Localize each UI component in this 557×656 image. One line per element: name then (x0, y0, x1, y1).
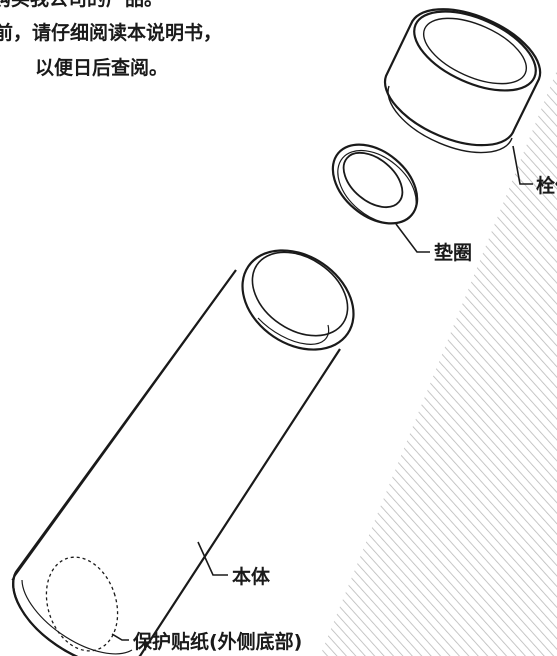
leader-line-body (197, 541, 228, 576)
leader-lines (111, 145, 533, 641)
label-body: 本体 (232, 566, 271, 588)
label-gasket: 垫圈 (434, 242, 473, 264)
leader-line-cap (512, 145, 533, 185)
leader-line-gasket (395, 223, 430, 253)
hatch-band (320, 70, 557, 656)
label-cap: 栓体 (536, 175, 557, 197)
intro-line-2: 前，请仔细阅读本说明书， (0, 22, 223, 44)
label-sticker: 保护贴纸(外侧底部) (133, 631, 303, 653)
bottle-body-drawing (11, 249, 355, 656)
sticker-outline (45, 556, 119, 652)
leader-line-sticker (111, 633, 129, 641)
gasket-drawing (331, 143, 419, 225)
intro-line-1: 购买我公司的产品。 (0, 0, 163, 12)
intro-line-3: 以便日后查阅。 (35, 57, 169, 79)
cap-drawing (383, 8, 542, 154)
